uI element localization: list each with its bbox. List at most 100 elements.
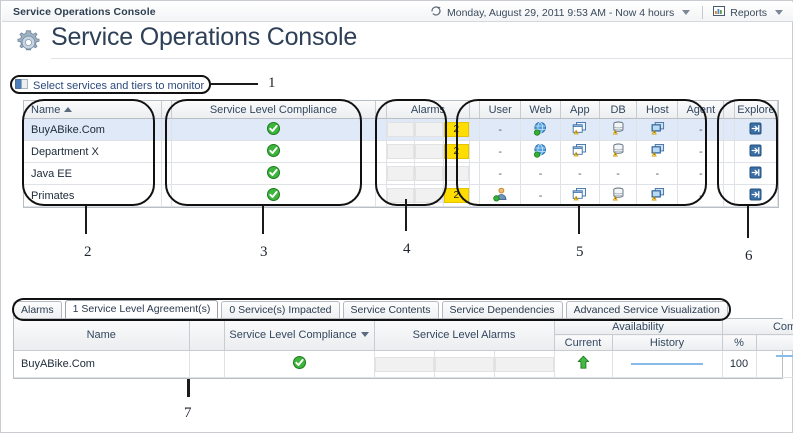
alarm-indicator-cell[interactable]	[386, 118, 416, 141]
explore-cell[interactable]	[734, 140, 779, 163]
tier-web-cell[interactable]: -	[520, 184, 561, 207]
service-name-cell[interactable]: Primates	[24, 184, 162, 207]
tier-user-cell[interactable]: -	[479, 162, 522, 185]
reports-button-label[interactable]: Reports	[730, 6, 767, 19]
tier-host-cell[interactable]	[636, 184, 679, 207]
service-level-compliance-cell[interactable]	[171, 140, 376, 163]
alarm-indicator-cell[interactable]	[386, 140, 416, 163]
globe-icon[interactable]	[533, 143, 548, 161]
compliance-percent-cell[interactable]: 100	[722, 350, 757, 378]
tier-host-cell[interactable]: -	[636, 162, 679, 185]
tab-service-dependencies[interactable]: Service Dependencies	[441, 301, 563, 319]
alarm-badge[interactable]	[387, 166, 415, 181]
app-window-icon[interactable]	[572, 143, 587, 161]
alarm-indicator-cell[interactable]	[414, 140, 444, 163]
availability-history-cell[interactable]	[612, 350, 723, 378]
time-range-chevron-down-icon[interactable]	[682, 10, 691, 15]
alarm-badge[interactable]	[387, 188, 415, 203]
tier-user-cell[interactable]	[479, 184, 522, 207]
sla-alarm-badge[interactable]	[434, 356, 494, 372]
column-header-app[interactable]: App	[560, 101, 600, 119]
database-icon[interactable]	[611, 143, 626, 161]
tier-app-cell[interactable]	[560, 184, 600, 207]
select-services-bar[interactable]: Select services and tiers to monitor	[15, 78, 204, 93]
alarm-badge[interactable]	[415, 188, 443, 203]
alarm-badge[interactable]	[443, 166, 469, 181]
tier-user-cell[interactable]: -	[479, 140, 522, 163]
alarm-indicator-cell[interactable]	[414, 184, 444, 207]
explore-cell[interactable]	[734, 118, 779, 141]
column-header-user[interactable]: User	[479, 101, 522, 119]
sla-alarm-badge[interactable]	[374, 356, 434, 372]
select-services-label[interactable]: Select services and tiers to monitor	[33, 79, 205, 92]
tier-web-cell[interactable]: -	[520, 162, 561, 185]
explore-cell[interactable]	[734, 162, 779, 185]
sla-compliance-cell[interactable]	[224, 350, 375, 378]
tab-0-service-s-impacted[interactable]: 0 Service(s) Impacted	[221, 301, 340, 319]
tier-db-cell[interactable]	[599, 118, 638, 141]
column-header-service-level-compliance[interactable]: Service Level Compliance	[171, 101, 376, 119]
host-icon[interactable]	[650, 121, 665, 139]
table-row[interactable]: Java EE------	[24, 162, 779, 185]
user-icon[interactable]	[493, 187, 508, 205]
tier-agent-cell[interactable]: -	[677, 140, 725, 163]
sla-column-header-compliance-history[interactable]: History	[756, 334, 793, 351]
alarm-badge[interactable]	[387, 144, 415, 159]
tier-agent-cell[interactable]: -	[677, 162, 725, 185]
alarm-indicator-cell[interactable]: 2	[443, 118, 470, 141]
tier-web-cell[interactable]	[520, 118, 561, 141]
tier-agent-cell[interactable]: -	[677, 118, 725, 141]
alarm-indicator-cell[interactable]	[443, 162, 470, 185]
column-header-host[interactable]: Host	[636, 101, 679, 119]
alarm-indicator-cell[interactable]: 2	[443, 184, 470, 207]
sla-column-header-availability-history[interactable]: History	[612, 334, 723, 351]
tier-app-cell[interactable]	[560, 118, 600, 141]
tier-app-cell[interactable]	[560, 140, 600, 163]
tier-host-cell[interactable]	[636, 140, 679, 163]
column-header-alarms[interactable]: Alarms	[386, 101, 470, 119]
tier-db-cell[interactable]: -	[599, 162, 638, 185]
service-name-cell[interactable]: Department X	[24, 140, 162, 163]
alarm-badge[interactable]	[415, 166, 443, 181]
tier-web-cell[interactable]	[520, 140, 561, 163]
host-icon[interactable]	[650, 187, 665, 205]
app-window-icon[interactable]	[572, 187, 587, 205]
sla-alarm-badge[interactable]	[494, 356, 554, 372]
availability-current-cell[interactable]	[554, 350, 613, 378]
service-level-compliance-cell[interactable]	[171, 162, 376, 185]
alarm-badge[interactable]	[387, 122, 415, 137]
service-level-compliance-cell[interactable]	[171, 118, 376, 141]
tab-alarms[interactable]: Alarms	[13, 301, 62, 319]
explore-cell[interactable]	[734, 184, 779, 207]
sla-alarm-cell[interactable]	[374, 350, 435, 378]
tier-app-cell[interactable]: -	[560, 162, 600, 185]
sla-column-header-alarms[interactable]: Service Level Alarms	[374, 319, 555, 351]
service-name-cell[interactable]: BuyABike.Com	[24, 118, 162, 141]
sla-column-header-compliance-pct[interactable]: %	[722, 334, 757, 351]
tier-agent-cell[interactable]: -	[677, 184, 725, 207]
tier-db-cell[interactable]	[599, 140, 638, 163]
alarm-indicator-cell[interactable]	[414, 118, 444, 141]
sla-alarm-cell[interactable]	[494, 350, 555, 378]
sla-service-name-cell[interactable]: BuyABike.Com	[14, 350, 190, 378]
tier-host-cell[interactable]	[636, 118, 679, 141]
time-range-label[interactable]: Monday, August 29, 2011 9:53 AM - Now 4 …	[446, 6, 675, 19]
sla-alarm-cell[interactable]	[434, 350, 495, 378]
sla-column-header-name[interactable]: Name	[14, 319, 190, 351]
sla-column-header-compliance[interactable]: Service Level Compliance	[224, 319, 375, 351]
alarm-badge[interactable]	[415, 122, 443, 137]
database-icon[interactable]	[611, 187, 626, 205]
tab-advanced-service-visualization[interactable]: Advanced Service Visualization	[565, 301, 728, 319]
compliance-history-cell[interactable]	[756, 350, 793, 378]
sla-column-header-availability[interactable]: Availability	[554, 319, 723, 335]
tier-db-cell[interactable]	[599, 184, 638, 207]
sla-column-header-availability-current[interactable]: Current	[554, 334, 613, 351]
host-icon[interactable]	[650, 143, 665, 161]
app-window-icon[interactable]	[572, 121, 587, 139]
column-header-web[interactable]: Web	[520, 101, 561, 119]
column-header-explore[interactable]: Explore	[734, 101, 779, 119]
column-header-name[interactable]: Name	[24, 101, 162, 119]
table-row[interactable]: Primates 2 - -	[24, 184, 779, 207]
